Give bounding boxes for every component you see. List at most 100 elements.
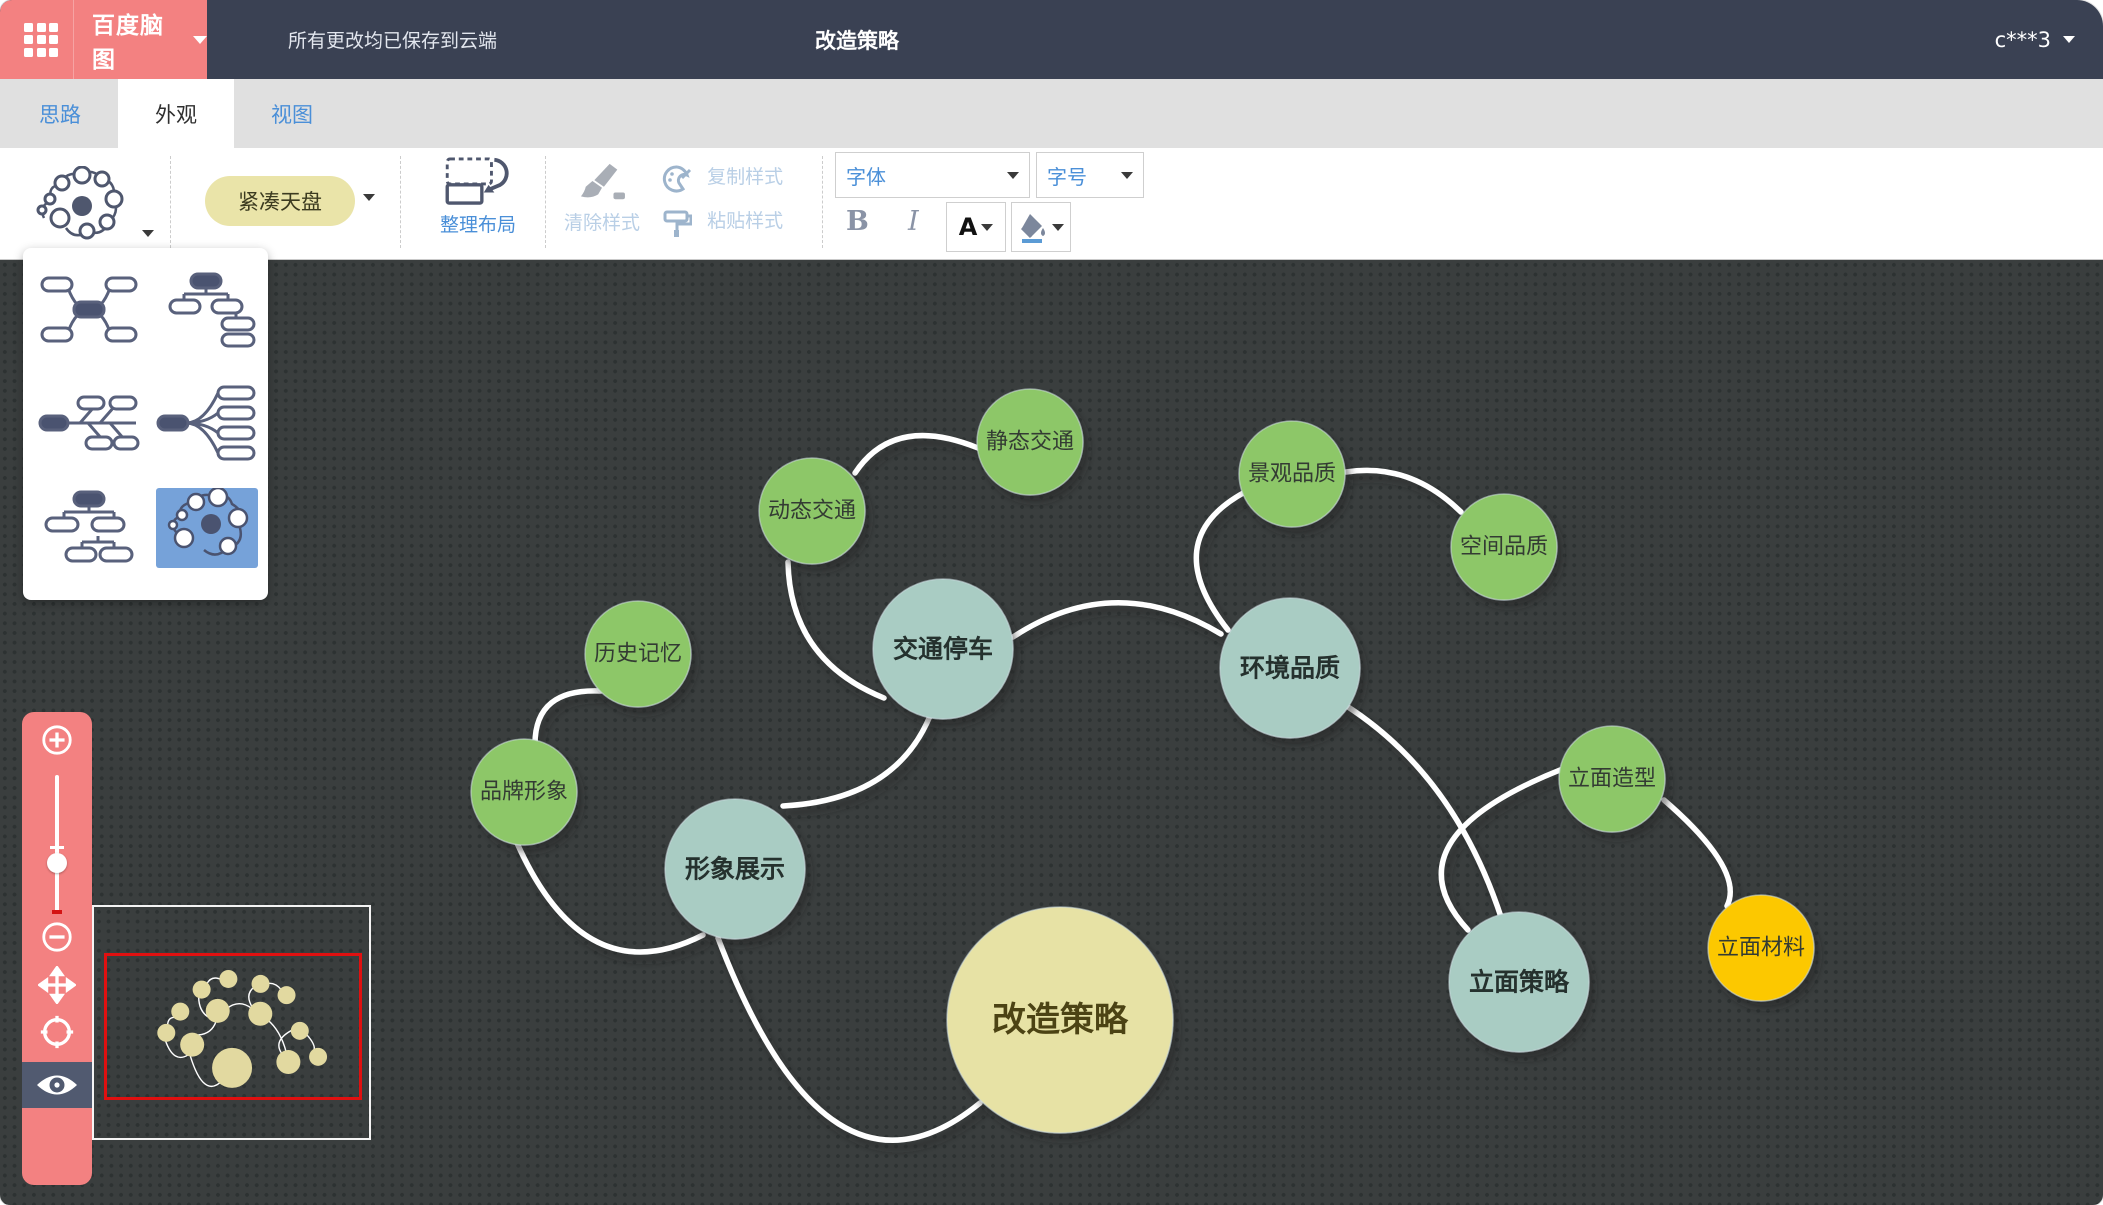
node-pinpaixingxiang[interactable]: 品牌形象 [470, 738, 578, 846]
font-size-select[interactable]: 字号 [1036, 152, 1144, 198]
mindmap-edge [785, 559, 887, 701]
zoom-slider-handle[interactable] [47, 853, 67, 873]
node-xingxiangzhanshi[interactable]: 形象展示 [664, 798, 806, 940]
mindmap-edge [1438, 767, 1563, 933]
svg-text:历史记忆: 历史记忆 [594, 642, 682, 667]
node-huanjingpinzhi[interactable]: 环境品质 [1219, 597, 1361, 739]
mindmap-edge [514, 840, 706, 955]
layout-option-fishbone[interactable] [38, 383, 140, 463]
chevron-down-icon[interactable] [193, 35, 207, 44]
user-menu[interactable]: c***3 [1995, 0, 2075, 79]
chevron-down-icon [1007, 171, 1019, 179]
zoom-out-icon [42, 922, 72, 952]
svg-text:品牌形象: 品牌形象 [480, 780, 568, 805]
minimap-viewport[interactable] [104, 953, 362, 1100]
header: 百度脑图 所有更改均已保存到云端 改造策略 c***3 [0, 0, 2103, 79]
zoom-slider-tick [50, 846, 64, 849]
minimap-content [157, 969, 328, 1088]
chevron-down-icon [1121, 171, 1133, 179]
catalog-layout-icon [36, 165, 124, 240]
chevron-down-icon [1052, 223, 1064, 231]
zoom-in-icon [42, 725, 72, 755]
node-lishijiyi[interactable]: 历史记忆 [584, 600, 692, 708]
layout-style-menu [23, 248, 268, 600]
node-jingguanpinzhi[interactable]: 景观品质 [1238, 420, 1346, 528]
divider [170, 156, 171, 248]
svg-text:景观品质: 景观品质 [1248, 462, 1336, 487]
node-kongjianpinzhi[interactable]: 空间品质 [1450, 493, 1558, 601]
zoom-slider-base-mark [52, 910, 62, 914]
arrange-layout-button[interactable]: 整理布局 [423, 156, 533, 237]
mindmap-edge [780, 713, 933, 809]
document-title[interactable]: 改造策略 [815, 28, 899, 53]
divider [400, 156, 401, 248]
pan-tool-button[interactable] [22, 966, 92, 1004]
node-limiancelue[interactable]: 立面策略 [1448, 911, 1590, 1053]
arrange-layout-icon [445, 157, 509, 205]
chevron-down-icon [981, 223, 994, 231]
clear-style-button: 清除样式 [552, 160, 652, 235]
svg-text:立面造型: 立面造型 [1568, 767, 1656, 792]
ribbon-tabbar: 思路 外观 视图 [0, 79, 2103, 148]
chevron-down-icon[interactable] [363, 194, 375, 201]
minimap-panel[interactable] [92, 905, 371, 1140]
toggle-minimap-button[interactable] [22, 1062, 92, 1108]
mindmap-edge [1661, 797, 1733, 909]
move-arrows-icon [38, 966, 76, 1004]
layout-option-org-chart[interactable] [38, 488, 140, 568]
layout-option-mind-map[interactable] [38, 270, 140, 350]
mindmap-edge [1343, 467, 1464, 515]
mindmap-edge [852, 432, 981, 476]
zoom-out-button[interactable] [22, 920, 92, 954]
font-color-button[interactable]: A [946, 202, 1006, 252]
fill-color-button[interactable] [1011, 202, 1071, 252]
chevron-down-icon[interactable] [2063, 36, 2075, 43]
mindmap-edge [1010, 600, 1224, 640]
divider [545, 156, 546, 248]
node-dongtaijiaotong[interactable]: 动态交通 [758, 457, 866, 565]
svg-text:立面策略: 立面策略 [1469, 968, 1570, 997]
tab-waiguan[interactable]: 外观 [118, 79, 234, 148]
font-family-select[interactable]: 字体 [835, 152, 1030, 198]
layout-style-button[interactable] [30, 165, 154, 244]
mindmap-edge [1193, 489, 1248, 633]
node-limiancailiao[interactable]: 立面材料 [1707, 894, 1815, 1002]
app-name[interactable]: 百度脑图 [91, 12, 164, 73]
app-menu-button[interactable]: 百度脑图 [0, 0, 207, 79]
node-limianzaoxing[interactable]: 立面造型 [1558, 725, 1666, 833]
italic-button[interactable]: I [908, 206, 919, 237]
palette-icon [662, 164, 692, 192]
layout-option-logic-right[interactable] [156, 383, 258, 463]
apps-grid-icon[interactable] [24, 22, 58, 57]
tab-silu[interactable]: 思路 [39, 102, 81, 127]
layout-option-tree-right[interactable] [156, 270, 258, 350]
appearance-toolbar: 紧凑天盘 整理布局 清除样式 [0, 148, 2103, 260]
mindmap-edge [715, 935, 983, 1143]
paint-bucket-icon [1020, 214, 1045, 243]
divider [822, 156, 823, 248]
zoom-in-button[interactable] [22, 723, 92, 757]
paste-style-button: 粘贴样式 [662, 206, 783, 238]
layout-name-pill[interactable]: 紧凑天盘 [205, 176, 355, 226]
chevron-down-icon[interactable] [142, 230, 154, 237]
svg-text:改造策略: 改造策略 [992, 1000, 1129, 1040]
copy-style-button: 复制样式 [662, 162, 783, 194]
bold-button[interactable]: B [846, 206, 869, 237]
mindmap-edge [532, 688, 604, 747]
tab-shitu[interactable]: 视图 [271, 102, 313, 127]
node-jiaotongtingche[interactable]: 交通停车 [872, 578, 1014, 720]
mindmap-edge [1342, 702, 1505, 923]
node-gaizaocelue[interactable]: 改造策略 [946, 906, 1174, 1134]
canvas-toolbar [22, 712, 92, 1185]
svg-text:环境品质: 环境品质 [1240, 654, 1340, 683]
node-jingtaijiaotong[interactable]: 静态交通 [976, 388, 1084, 496]
svg-text:静态交通: 静态交通 [986, 430, 1074, 455]
center-view-button[interactable] [22, 1013, 92, 1051]
zoom-slider-track[interactable] [55, 775, 59, 913]
svg-text:立面材料: 立面材料 [1717, 936, 1805, 961]
layout-option-catalog-compact[interactable] [156, 488, 258, 568]
divider [73, 0, 74, 79]
font-color-label: A [958, 213, 978, 241]
